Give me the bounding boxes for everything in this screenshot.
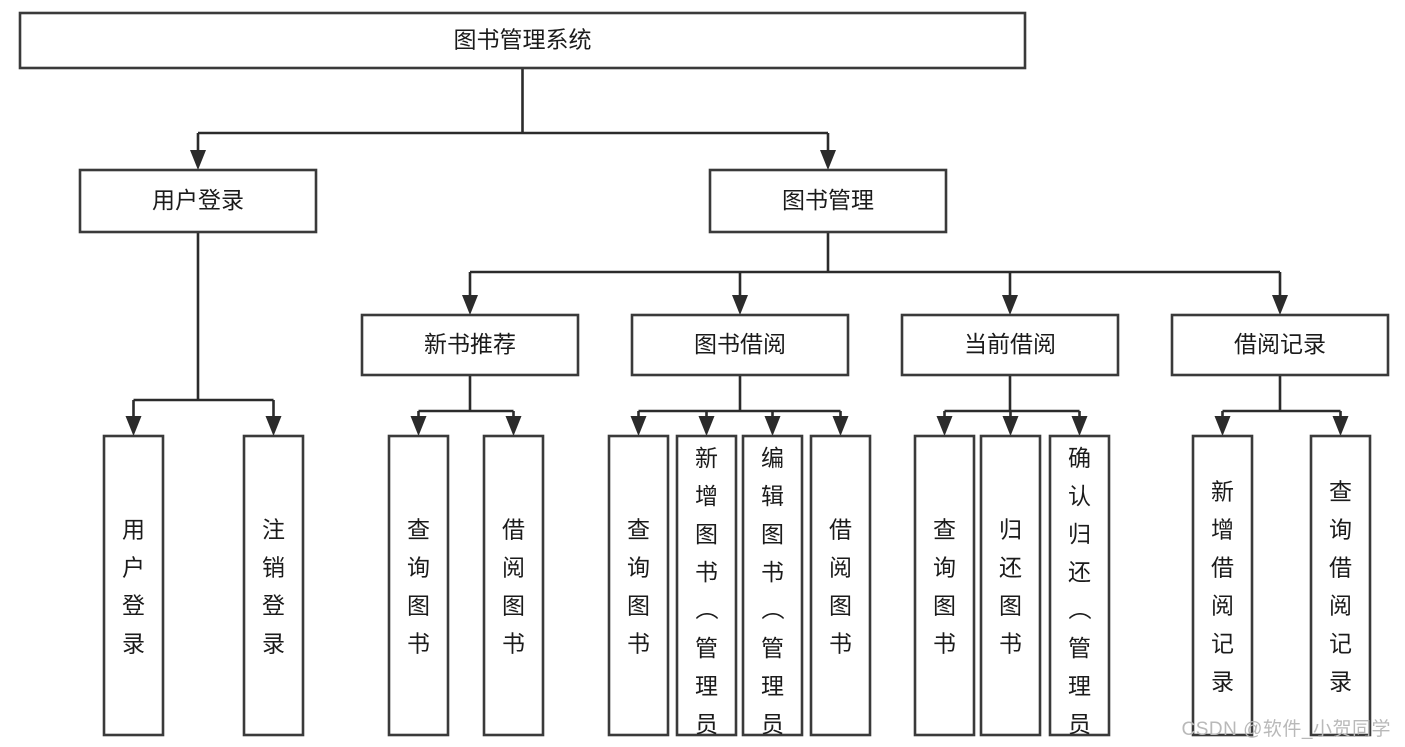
arrow-head-icon — [698, 416, 715, 436]
arrow-head-icon — [265, 416, 282, 436]
node-box — [708, 168, 948, 234]
node-box — [1309, 434, 1372, 737]
node-box — [18, 11, 1027, 70]
arrow-head-icon — [462, 295, 478, 315]
leaf-label: 归还图书 — [999, 517, 1022, 657]
arrow-head-icon — [630, 416, 647, 436]
leaf-node-借阅图书[interactable]: 借阅图书 — [809, 434, 872, 737]
leaf-label: 新增借阅记录 — [1211, 479, 1234, 695]
node-box — [809, 434, 872, 737]
node-box — [387, 434, 450, 737]
level3-node-借阅记录[interactable]: 借阅记录 — [1170, 313, 1390, 377]
node-box — [1191, 434, 1254, 737]
node-box — [979, 434, 1042, 737]
leaf-label: 新增图书（管理员） — [695, 445, 719, 747]
leaf-node-查询图书[interactable]: 查询图书 — [913, 434, 976, 737]
node-box — [1170, 313, 1390, 377]
arrow-head-icon — [1002, 416, 1019, 436]
arrow-head-icon — [190, 150, 206, 170]
leaf-label: 确认归还（管理员） — [1068, 445, 1092, 747]
arrow-head-icon — [764, 416, 781, 436]
node-box — [482, 434, 545, 737]
node-label: 图书管理 — [782, 187, 874, 213]
node-box — [78, 168, 318, 234]
arrow-head-icon — [832, 416, 849, 436]
node-box — [741, 434, 804, 737]
leaf-node-确认归还管理员[interactable]: 确认归还（管理员） — [1048, 434, 1111, 747]
node-label: 新书推荐 — [424, 331, 516, 357]
leaf-label: 编辑图书（管理员） — [761, 445, 785, 747]
node-box — [900, 313, 1120, 377]
leaf-label: 查询图书 — [627, 517, 650, 657]
leaf-node-查询图书[interactable]: 查询图书 — [607, 434, 670, 737]
root-node-图书管理系统[interactable]: 图书管理系统 — [18, 11, 1027, 70]
arrow-head-icon — [125, 416, 142, 436]
watermark-text: CSDN @软件_小贺同学 — [1181, 719, 1391, 740]
node-box — [630, 313, 850, 377]
arrow-head-icon — [936, 416, 953, 436]
arrow-head-icon — [1332, 416, 1349, 436]
leaf-node-注销登录[interactable]: 注销登录 — [242, 434, 305, 737]
leaf-node-新增借阅记录[interactable]: 新增借阅记录 — [1191, 434, 1254, 737]
arrow-head-icon — [505, 416, 522, 436]
level3-node-新书推荐[interactable]: 新书推荐 — [360, 313, 580, 377]
leaf-node-归还图书[interactable]: 归还图书 — [979, 434, 1042, 737]
node-box — [675, 434, 738, 737]
level3-node-当前借阅[interactable]: 当前借阅 — [900, 313, 1120, 377]
leaf-label: 借阅图书 — [502, 517, 525, 657]
arrow-head-icon — [732, 295, 748, 315]
node-label: 用户登录 — [152, 187, 244, 213]
node-box — [913, 434, 976, 737]
leaf-node-用户登录[interactable]: 用户登录 — [102, 434, 165, 737]
leaf-label: 借阅图书 — [829, 517, 852, 657]
level2-node-图书管理[interactable]: 图书管理 — [708, 168, 948, 234]
node-label: 借阅记录 — [1234, 331, 1326, 357]
node-box — [242, 434, 305, 737]
arrow-head-icon — [820, 150, 836, 170]
connector-layer — [125, 68, 1349, 436]
arrow-head-icon — [1214, 416, 1231, 436]
node-box — [360, 313, 580, 377]
leaf-label: 查询图书 — [407, 517, 430, 657]
leaf-label: 查询图书 — [933, 517, 956, 657]
arrow-head-icon — [410, 416, 427, 436]
node-label: 图书管理系统 — [454, 27, 592, 53]
leaf-label: 查询借阅记录 — [1329, 479, 1352, 695]
arrow-head-icon — [1002, 295, 1018, 315]
level2-node-用户登录[interactable]: 用户登录 — [78, 168, 318, 234]
leaf-node-查询图书[interactable]: 查询图书 — [387, 434, 450, 737]
leaf-node-查询借阅记录[interactable]: 查询借阅记录 — [1309, 434, 1372, 737]
leaf-node-借阅图书[interactable]: 借阅图书 — [482, 434, 545, 737]
leaf-node-新增图书管理员[interactable]: 新增图书（管理员） — [675, 434, 738, 747]
level3-node-图书借阅[interactable]: 图书借阅 — [630, 313, 850, 377]
node-box — [1048, 434, 1111, 737]
arrow-head-icon — [1071, 416, 1088, 436]
node-box — [102, 434, 165, 737]
node-box — [607, 434, 670, 737]
leaf-label: 用户登录 — [122, 517, 145, 657]
node-label: 图书借阅 — [694, 331, 786, 357]
node-label: 当前借阅 — [964, 331, 1056, 357]
node-layer: 图书管理系统用户登录图书管理新书推荐图书借阅当前借阅借阅记录用户登录注销登录查询… — [18, 11, 1390, 747]
arrow-head-icon — [1272, 295, 1288, 315]
leaf-node-编辑图书管理员[interactable]: 编辑图书（管理员） — [741, 434, 804, 747]
leaf-label: 注销登录 — [262, 517, 285, 657]
